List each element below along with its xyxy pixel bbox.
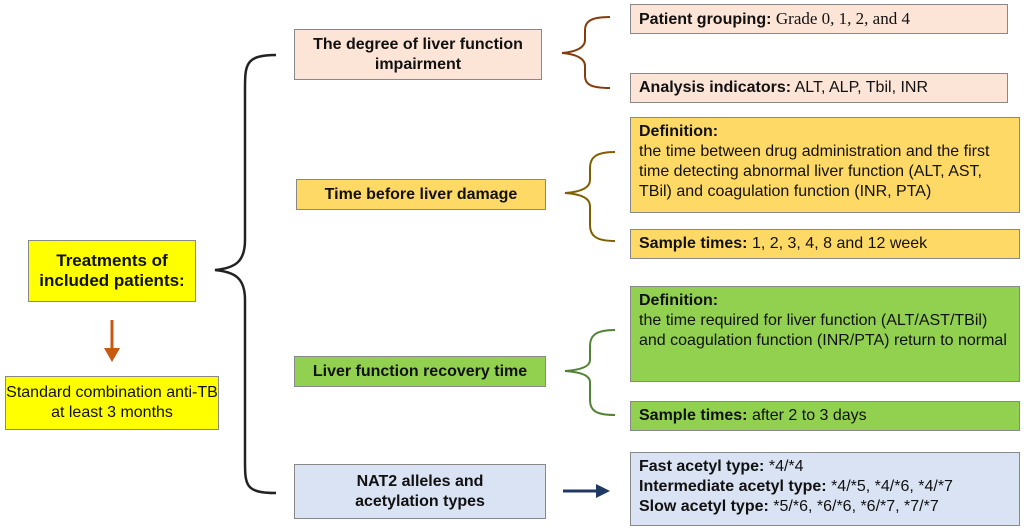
recovery-definition-box: Definition: the time required for liver … bbox=[630, 286, 1020, 382]
time-before-sample-box: Sample times: 1, 2, 3, 4, 8 and 12 week bbox=[630, 229, 1020, 259]
time-before-sample-label: Sample times: bbox=[639, 235, 748, 252]
nat2-box: NAT2 alleles and acetylation types bbox=[294, 464, 546, 519]
slow-acetyl-label: Slow acetyl type: bbox=[639, 498, 769, 515]
recovery-sample-label: Sample times: bbox=[639, 407, 748, 424]
treatments-title: Treatments of included patients: bbox=[39, 251, 185, 290]
nat2-types-box: Fast acetyl type: *4/*4 Intermediate ace… bbox=[630, 452, 1020, 526]
degree-box: The degree of liver function impairment bbox=[294, 29, 542, 80]
time-before-definition-text: the time between drug administration and… bbox=[639, 143, 990, 200]
patient-grouping-label: Patient grouping: bbox=[639, 11, 772, 28]
fast-acetyl-label: Fast acetyl type: bbox=[639, 458, 765, 475]
time-before-brace bbox=[564, 151, 616, 242]
time-before-definition-box: Definition: the time between drug admini… bbox=[630, 117, 1020, 213]
degree-brace bbox=[561, 16, 611, 89]
analysis-indicators-box: Analysis indicators: ALT, ALP, Tbil, INR bbox=[630, 73, 1008, 103]
recovery-brace bbox=[564, 329, 616, 416]
recovery-sample-box: Sample times: after 2 to 3 days bbox=[630, 401, 1020, 431]
recovery-definition-text: the time required for liver function (AL… bbox=[639, 312, 1007, 349]
slow-acetyl-value: *5/*6, *6/*6, *6/*7, *7/*7 bbox=[773, 498, 939, 515]
intermediate-acetyl-label: Intermediate acetyl type: bbox=[639, 478, 827, 495]
recovery-box: Liver function recovery time bbox=[294, 356, 546, 387]
fast-acetyl-row: Fast acetyl type: *4/*4 bbox=[639, 457, 1011, 477]
recovery-title: Liver function recovery time bbox=[312, 362, 528, 380]
analysis-indicators-value: ALT, ALP, Tbil, INR bbox=[794, 79, 929, 96]
patient-grouping-box: Patient grouping: Grade 0, 1, 2, and 4 bbox=[630, 4, 1008, 34]
standard-combination-box: Standard combination anti-TB at least 3 … bbox=[5, 376, 219, 430]
recovery-sample-value: after 2 to 3 days bbox=[751, 407, 867, 424]
slow-acetyl-row: Slow acetyl type: *5/*6, *6/*6, *6/*7, *… bbox=[639, 497, 1011, 517]
right-arrow-icon bbox=[596, 484, 610, 498]
treatments-box: Treatments of included patients: bbox=[28, 240, 196, 302]
nat2-title: NAT2 alleles and acetylation types bbox=[355, 472, 485, 510]
patient-grouping-value: Grade 0, 1, 2, and 4 bbox=[775, 9, 910, 28]
recovery-definition-label: Definition: bbox=[639, 292, 719, 309]
time-before-definition-label: Definition: bbox=[639, 123, 719, 140]
analysis-indicators-label: Analysis indicators: bbox=[639, 79, 792, 96]
time-before-title: Time before liver damage bbox=[324, 185, 518, 203]
time-before-sample-value: 1, 2, 3, 4, 8 and 12 week bbox=[751, 235, 928, 252]
intermediate-acetyl-value: *4/*5, *4/*6, *4/*7 bbox=[831, 478, 953, 495]
fast-acetyl-value: *4/*4 bbox=[768, 458, 804, 475]
time-before-box: Time before liver damage bbox=[296, 179, 546, 210]
standard-combination-text: Standard combination anti-TB at least 3 … bbox=[6, 384, 218, 421]
degree-title: The degree of liver function impairment bbox=[313, 35, 523, 73]
intermediate-acetyl-row: Intermediate acetyl type: *4/*5, *4/*6, … bbox=[639, 477, 1011, 497]
down-arrow-icon bbox=[104, 348, 120, 362]
main-brace bbox=[214, 53, 277, 495]
